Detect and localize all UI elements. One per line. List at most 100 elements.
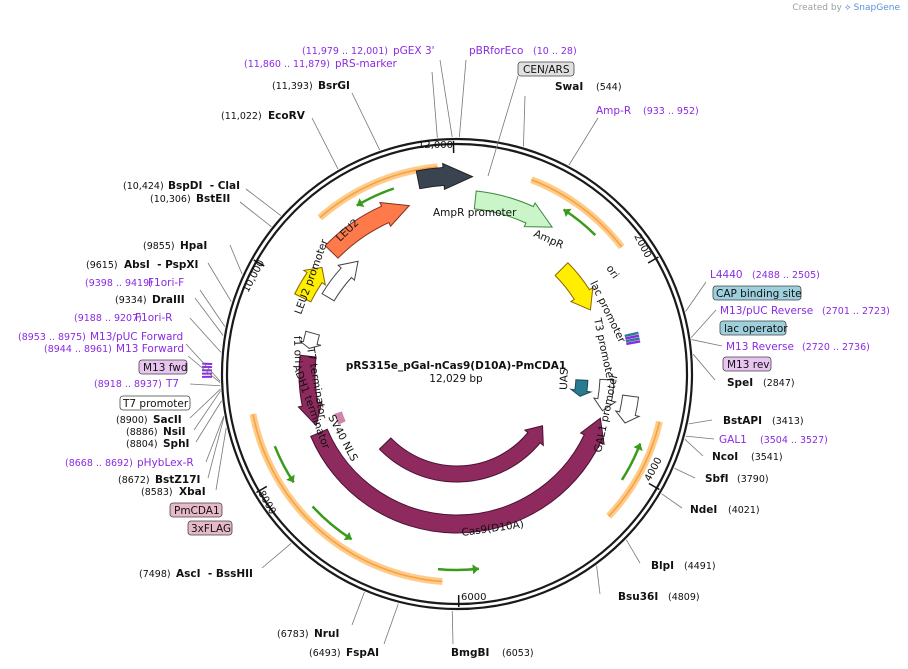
tick-label-10000: 10,000: [241, 258, 267, 294]
leader-line-30: [691, 339, 723, 347]
primer-l4440[interactable]: L4440: [710, 269, 743, 281]
site-blpi[interactable]: BlpI: [651, 560, 674, 572]
orf-band-cas9-line: [252, 413, 443, 583]
site-absi-pspxi[interactable]: AbsI - PspXI: [124, 259, 198, 271]
leader-line-13: [207, 416, 225, 479]
site-nrui[interactable]: NruI: [314, 628, 339, 640]
leader-line-3: [684, 438, 704, 457]
site-bmgbi[interactable]: BmgBI: [451, 647, 489, 659]
site-fspai[interactable]: FspAI: [346, 647, 379, 659]
site-bmgbi-pos: (6053): [502, 648, 534, 659]
primer-t7-pos: (8918 .. 8937): [94, 379, 162, 390]
label-leader-lines: [185, 59, 723, 645]
leader-line-5: [661, 493, 683, 509]
leader-line-22: [311, 117, 339, 170]
site-bsrgi-pos: (11,393): [272, 81, 313, 92]
site-hpai[interactable]: HpaI: [180, 240, 207, 252]
site-ncoi[interactable]: NcoI: [712, 451, 738, 463]
site-hpai-pos: (9855): [143, 241, 175, 252]
primer-amp-r-pos: (933 .. 952): [643, 106, 699, 117]
tick-mark-3: [256, 485, 268, 494]
primer-amp-r[interactable]: Amp-R: [596, 105, 631, 117]
primer-f1ori-r-pos: (9188 .. 9207): [74, 313, 142, 324]
leader-line-15: [193, 390, 221, 431]
site-asci-bsshii[interactable]: AscI - BssHII: [176, 568, 253, 580]
orf-arrow-2-head: [472, 564, 479, 575]
boxed-label-lac-operator: lac operator: [719, 320, 788, 336]
lac-mark-2: [625, 337, 640, 343]
leader-line-20: [239, 201, 272, 227]
backbone-inner-circle: [225, 142, 689, 606]
leader-line-9: [383, 603, 399, 645]
site-sacii-pos: (8900): [116, 415, 148, 426]
boxed-label-3xflag: 3xFLAG: [187, 520, 233, 536]
leader-line-26: [431, 71, 438, 138]
site-bstz17i[interactable]: BstZ17I: [155, 474, 200, 486]
primer-m13-forward[interactable]: M13 Forward: [116, 343, 184, 355]
site-xbai[interactable]: XbaI: [179, 486, 206, 498]
leader-line-35: [189, 317, 222, 353]
leader-line-23: [351, 92, 381, 151]
site-spei[interactable]: SpeI: [727, 377, 753, 389]
feature-cas9-d10a: [310, 417, 605, 534]
site-bspdi-clai[interactable]: BspDI - ClaI: [168, 180, 240, 192]
site-bspdi-pos: (10,424): [123, 181, 164, 192]
feature-label-uas: UAS: [558, 368, 571, 390]
primer-gal1[interactable]: GAL1: [719, 434, 747, 446]
orf-band-gal-line: [608, 421, 661, 517]
lac-mark-0: [624, 331, 639, 338]
primer-m13-puc-forward[interactable]: M13/pUC Forward: [90, 331, 183, 343]
boxed-label-pmcda1-text: PmCDA1: [174, 505, 220, 517]
snapgene-logo-icon: ⟡: [844, 3, 851, 13]
primer-phyblex-r[interactable]: pHybLex-R: [137, 457, 194, 469]
orf-arrow-3: [311, 505, 353, 541]
leader-line-16: [189, 388, 221, 419]
leader-line-18: [207, 262, 232, 302]
primer-t7[interactable]: T7: [165, 378, 179, 390]
primer-f1ori-f-pos: (9398 .. 9419): [85, 278, 153, 289]
orf-arrow-2: [437, 567, 480, 572]
site-draiii[interactable]: DraIII: [152, 294, 185, 306]
site-ndei[interactable]: NdeI: [690, 504, 717, 516]
site-bsteii[interactable]: BstEII: [196, 193, 230, 205]
feature-label-leu2-promoter: LEU2 promoter: [293, 237, 331, 316]
site-ecorv[interactable]: EcoRV: [268, 110, 306, 122]
leader-line-10: [351, 592, 365, 626]
site-nrui-pos: (6783): [277, 629, 309, 640]
site-bstapi[interactable]: BstAPI: [723, 415, 762, 427]
site-swai-pos: (544): [596, 82, 622, 93]
primer-m13-puc-reverse[interactable]: M13/pUC Reverse: [720, 305, 813, 317]
site-bsrgi[interactable]: BsrGI: [318, 80, 350, 92]
tick-mark-0: [647, 256, 659, 264]
leader-line-27: [568, 117, 599, 166]
primer-pbrforeco[interactable]: pBRforEco: [469, 45, 523, 57]
orf-band-leu2-line: [319, 166, 438, 219]
primer-m13-reverse[interactable]: M13 Reverse: [726, 341, 794, 353]
boxed-label-cap-text: CAP binding site: [716, 288, 802, 300]
site-sphi[interactable]: SphI: [163, 438, 189, 450]
site-sacii[interactable]: SacII: [153, 414, 182, 426]
primer-f1ori-f[interactable]: F1ori-F: [148, 277, 184, 289]
orf-arrow-4-head: [286, 474, 295, 483]
primer-pbrforeco-pos: (10 .. 28): [533, 46, 577, 57]
site-bstapi-pos: (3413): [772, 416, 804, 427]
site-spei-pos: (2847): [763, 378, 795, 389]
restriction-site-labels: SwaI (544) SpeI (2847) BstAPI (3413) Nco…: [86, 80, 804, 659]
primer-prs-marker[interactable]: pRS-marker: [335, 58, 398, 70]
site-sbfi[interactable]: SbfI: [705, 473, 729, 485]
site-swai[interactable]: SwaI: [555, 81, 583, 93]
site-ncoi-pos: (3541): [751, 452, 783, 463]
site-nsii[interactable]: NsiI: [163, 426, 186, 438]
feature-ampr: [473, 190, 554, 228]
leader-line-32: [205, 415, 225, 463]
site-bsu36i[interactable]: Bsu36I: [618, 591, 658, 603]
orf-arrow-1-head: [633, 443, 643, 452]
leader-line-6: [625, 539, 641, 564]
credit-brand: SnapGene: [853, 3, 900, 13]
credit-prefix: Created by: [792, 3, 842, 13]
site-nsii-pos: (8886): [126, 427, 158, 438]
primer-pgex3[interactable]: pGEX 3': [393, 45, 435, 57]
leader-line-8: [451, 610, 454, 645]
primer-f1ori-r[interactable]: F1ori-R: [135, 312, 172, 324]
